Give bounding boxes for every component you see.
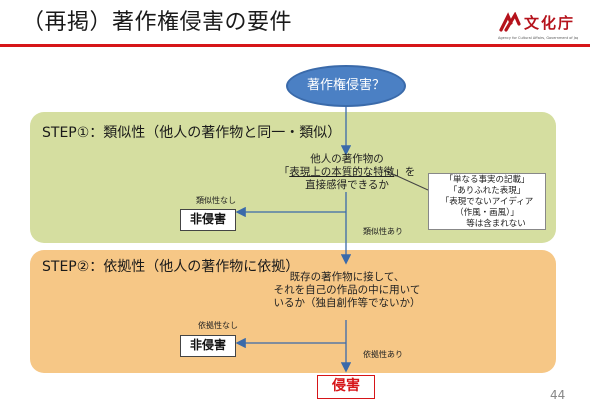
logo-text: 文化庁 xyxy=(524,14,576,32)
step1-question: 他人の著作物の 「表現上の本質的な特徴」を 直接感得できるか xyxy=(278,153,416,191)
step2-panel xyxy=(30,250,556,373)
step1-exclusion-note: 「単なる事実の記載」 「ありふれた表現」 「表現でないアイディア （作風・画風）… xyxy=(428,173,546,230)
start-node: 著作権侵害？ xyxy=(286,65,406,107)
step2-no-label: 依拠性なし xyxy=(198,321,238,330)
step1-no-label: 類似性なし xyxy=(196,196,236,205)
logo-subtitle: Agency for Cultural Affairs, Government … xyxy=(498,36,578,40)
step1-yes-label: 類似性あり xyxy=(363,227,403,236)
step1-label: STEP①：類似性（他人の著作物と同一・類似） xyxy=(42,125,342,141)
infringement-result-box: 侵害 xyxy=(317,375,375,399)
step2-question: 既存の著作物に接して、 それを自己の作品の中に用いて いるか（独自創作等でないか… xyxy=(273,271,421,309)
step1-non-infringement-box: 非侵害 xyxy=(180,209,236,231)
step2-label: STEP②：依拠性（他人の著作物に依拠） xyxy=(42,259,300,275)
title-divider xyxy=(0,44,590,47)
note-connector xyxy=(383,169,429,191)
page-number: 44 xyxy=(550,388,566,402)
agency-logo: 文化庁 Agency for Cultural Affairs, Governm… xyxy=(498,12,578,48)
agency-emblem-icon xyxy=(499,12,521,32)
step2-non-infringement-box: 非侵害 xyxy=(180,335,236,357)
step2-yes-label: 依拠性あり xyxy=(363,350,403,359)
page-title: （再掲）著作権侵害の要件 xyxy=(22,10,293,35)
essential-feature-phrase: 表現上の本質的な特徴 xyxy=(289,166,395,178)
